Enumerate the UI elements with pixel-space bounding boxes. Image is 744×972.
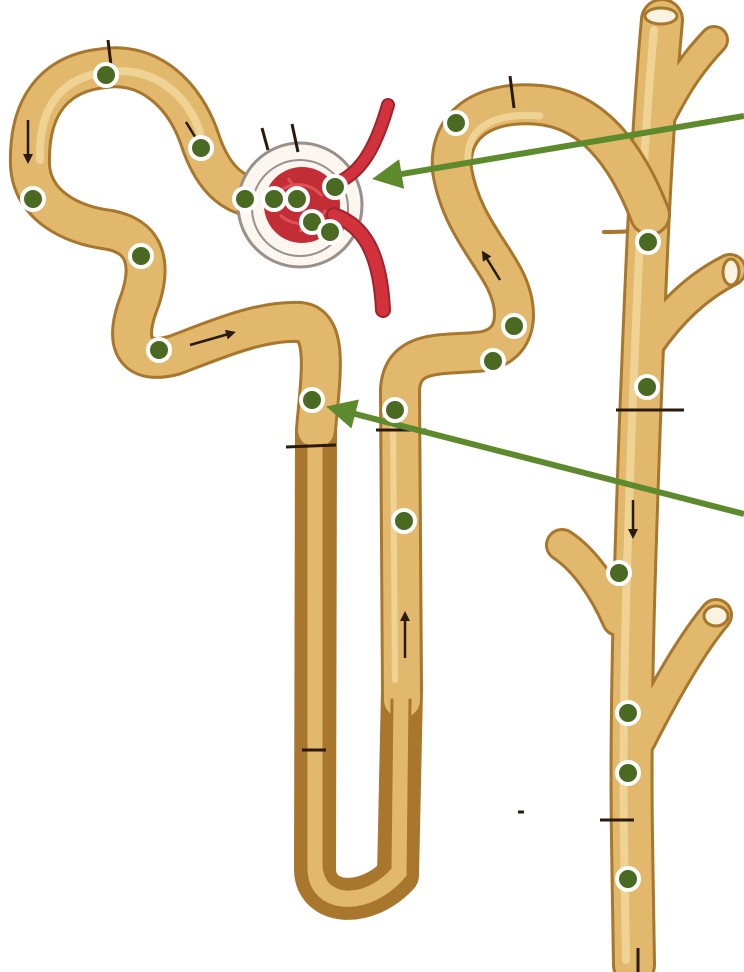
marker-dot[interactable] [608,562,630,584]
markers[interactable] [22,64,659,890]
marker-dot[interactable] [636,376,658,398]
marker-dot[interactable] [22,188,44,210]
marker-dot[interactable] [637,231,659,253]
marker-dot[interactable] [384,399,406,421]
marker-dot[interactable] [234,188,256,210]
marker-dot[interactable] [617,702,639,724]
marker-dot[interactable] [190,137,212,159]
marker-dot[interactable] [301,389,323,411]
marker-dot[interactable] [130,245,152,267]
marker-dot[interactable] [503,315,525,337]
glomerulus [238,105,388,310]
marker-dot[interactable] [393,510,415,532]
marker-dot[interactable] [617,868,639,890]
duct-opening-right-lower [704,606,728,626]
duct-opening-top [645,8,677,24]
duct-opening-right-upper [723,259,739,285]
marker-dot[interactable] [148,339,170,361]
marker-dot[interactable] [617,762,639,784]
marker-dot[interactable] [482,350,504,372]
marker-dot[interactable] [263,188,285,210]
marker-dot[interactable] [319,221,341,243]
marker-dot[interactable] [324,176,346,198]
marker-dot[interactable] [95,64,117,86]
marker-dot[interactable] [445,112,467,134]
marker-dot[interactable] [286,188,308,210]
